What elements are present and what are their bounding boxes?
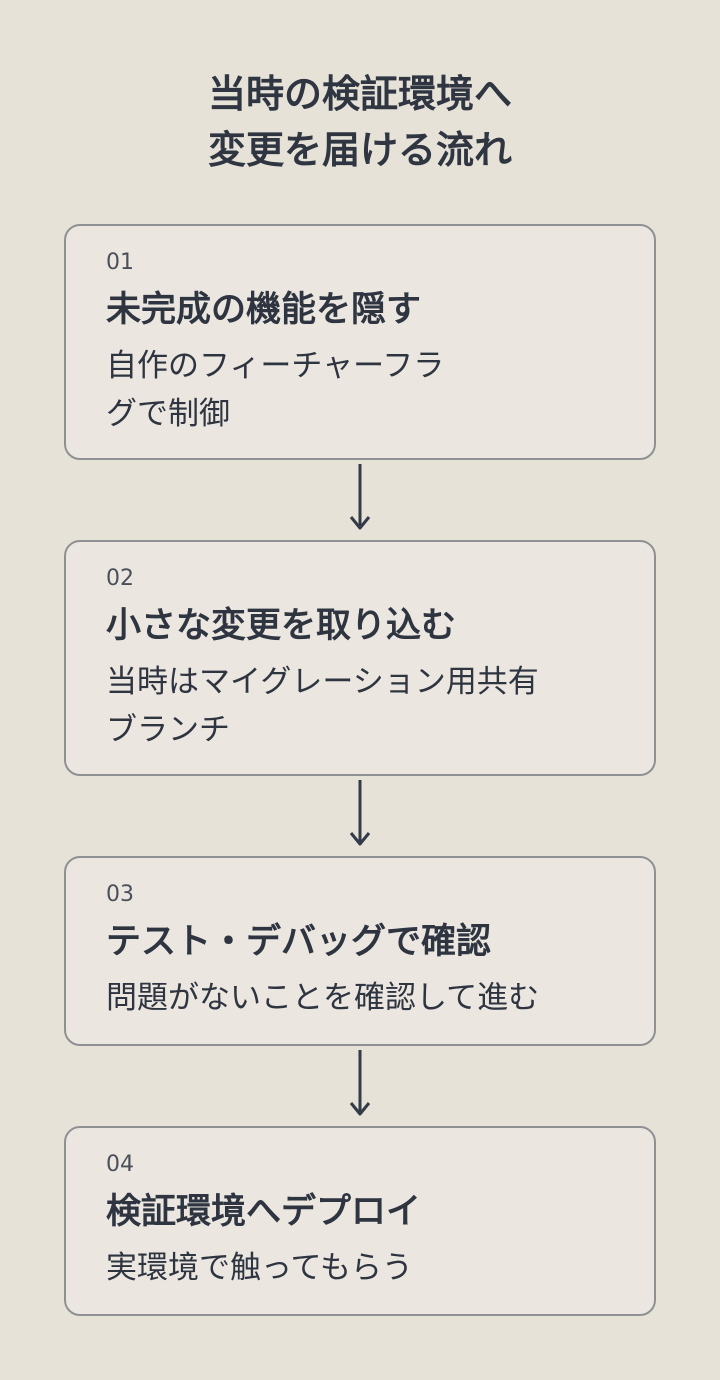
- step-box-01: 01 未完成の機能を隠す 自作のフィーチャーフラ グで制御: [64, 224, 656, 460]
- step-box-03: 03 テスト・デバッグで確認 問題がないことを確認して進む: [64, 856, 656, 1046]
- step-number: 01: [106, 250, 134, 275]
- step-description: 実環境で触ってもらう: [106, 1244, 486, 1292]
- step-description-line: 当時はマイグレーション用共有: [106, 664, 539, 700]
- title-line-1: 当時の検証環境へ: [207, 72, 512, 116]
- arrow-down-icon: [349, 464, 371, 530]
- step-description: 自作のフィーチャーフラ グで制御: [106, 342, 486, 438]
- step-description: 問題がないことを確認して進む: [106, 974, 586, 1022]
- step-number: 02: [106, 566, 134, 591]
- step-title: 検証環境へデプロイ: [106, 1192, 422, 1232]
- step-number: 04: [106, 1152, 134, 1177]
- step-title: テスト・デバッグで確認: [106, 922, 492, 962]
- arrow-down-icon: [349, 780, 371, 846]
- arrow-down-icon: [349, 1050, 371, 1116]
- step-description-line: 問題がないことを確認して進む: [106, 980, 540, 1016]
- step-description-line: グで制御: [106, 396, 230, 432]
- diagram-title: 当時の検証環境へ 変更を届ける流れ: [0, 66, 720, 178]
- step-box-04: 04 検証環境へデプロイ 実環境で触ってもらう: [64, 1126, 656, 1316]
- step-description-line: 実環境で触ってもらう: [106, 1250, 413, 1286]
- step-description-line: ブランチ: [106, 712, 230, 748]
- step-title: 小さな変更を取り込む: [106, 606, 457, 646]
- step-title: 未完成の機能を隠す: [106, 290, 422, 330]
- step-box-02: 02 小さな変更を取り込む 当時はマイグレーション用共有 ブランチ: [64, 540, 656, 776]
- title-line-2: 変更を届ける流れ: [207, 128, 512, 172]
- step-description: 当時はマイグレーション用共有 ブランチ: [106, 658, 586, 754]
- step-number: 03: [106, 882, 134, 907]
- step-description-line: 自作のフィーチャーフラ: [106, 348, 445, 384]
